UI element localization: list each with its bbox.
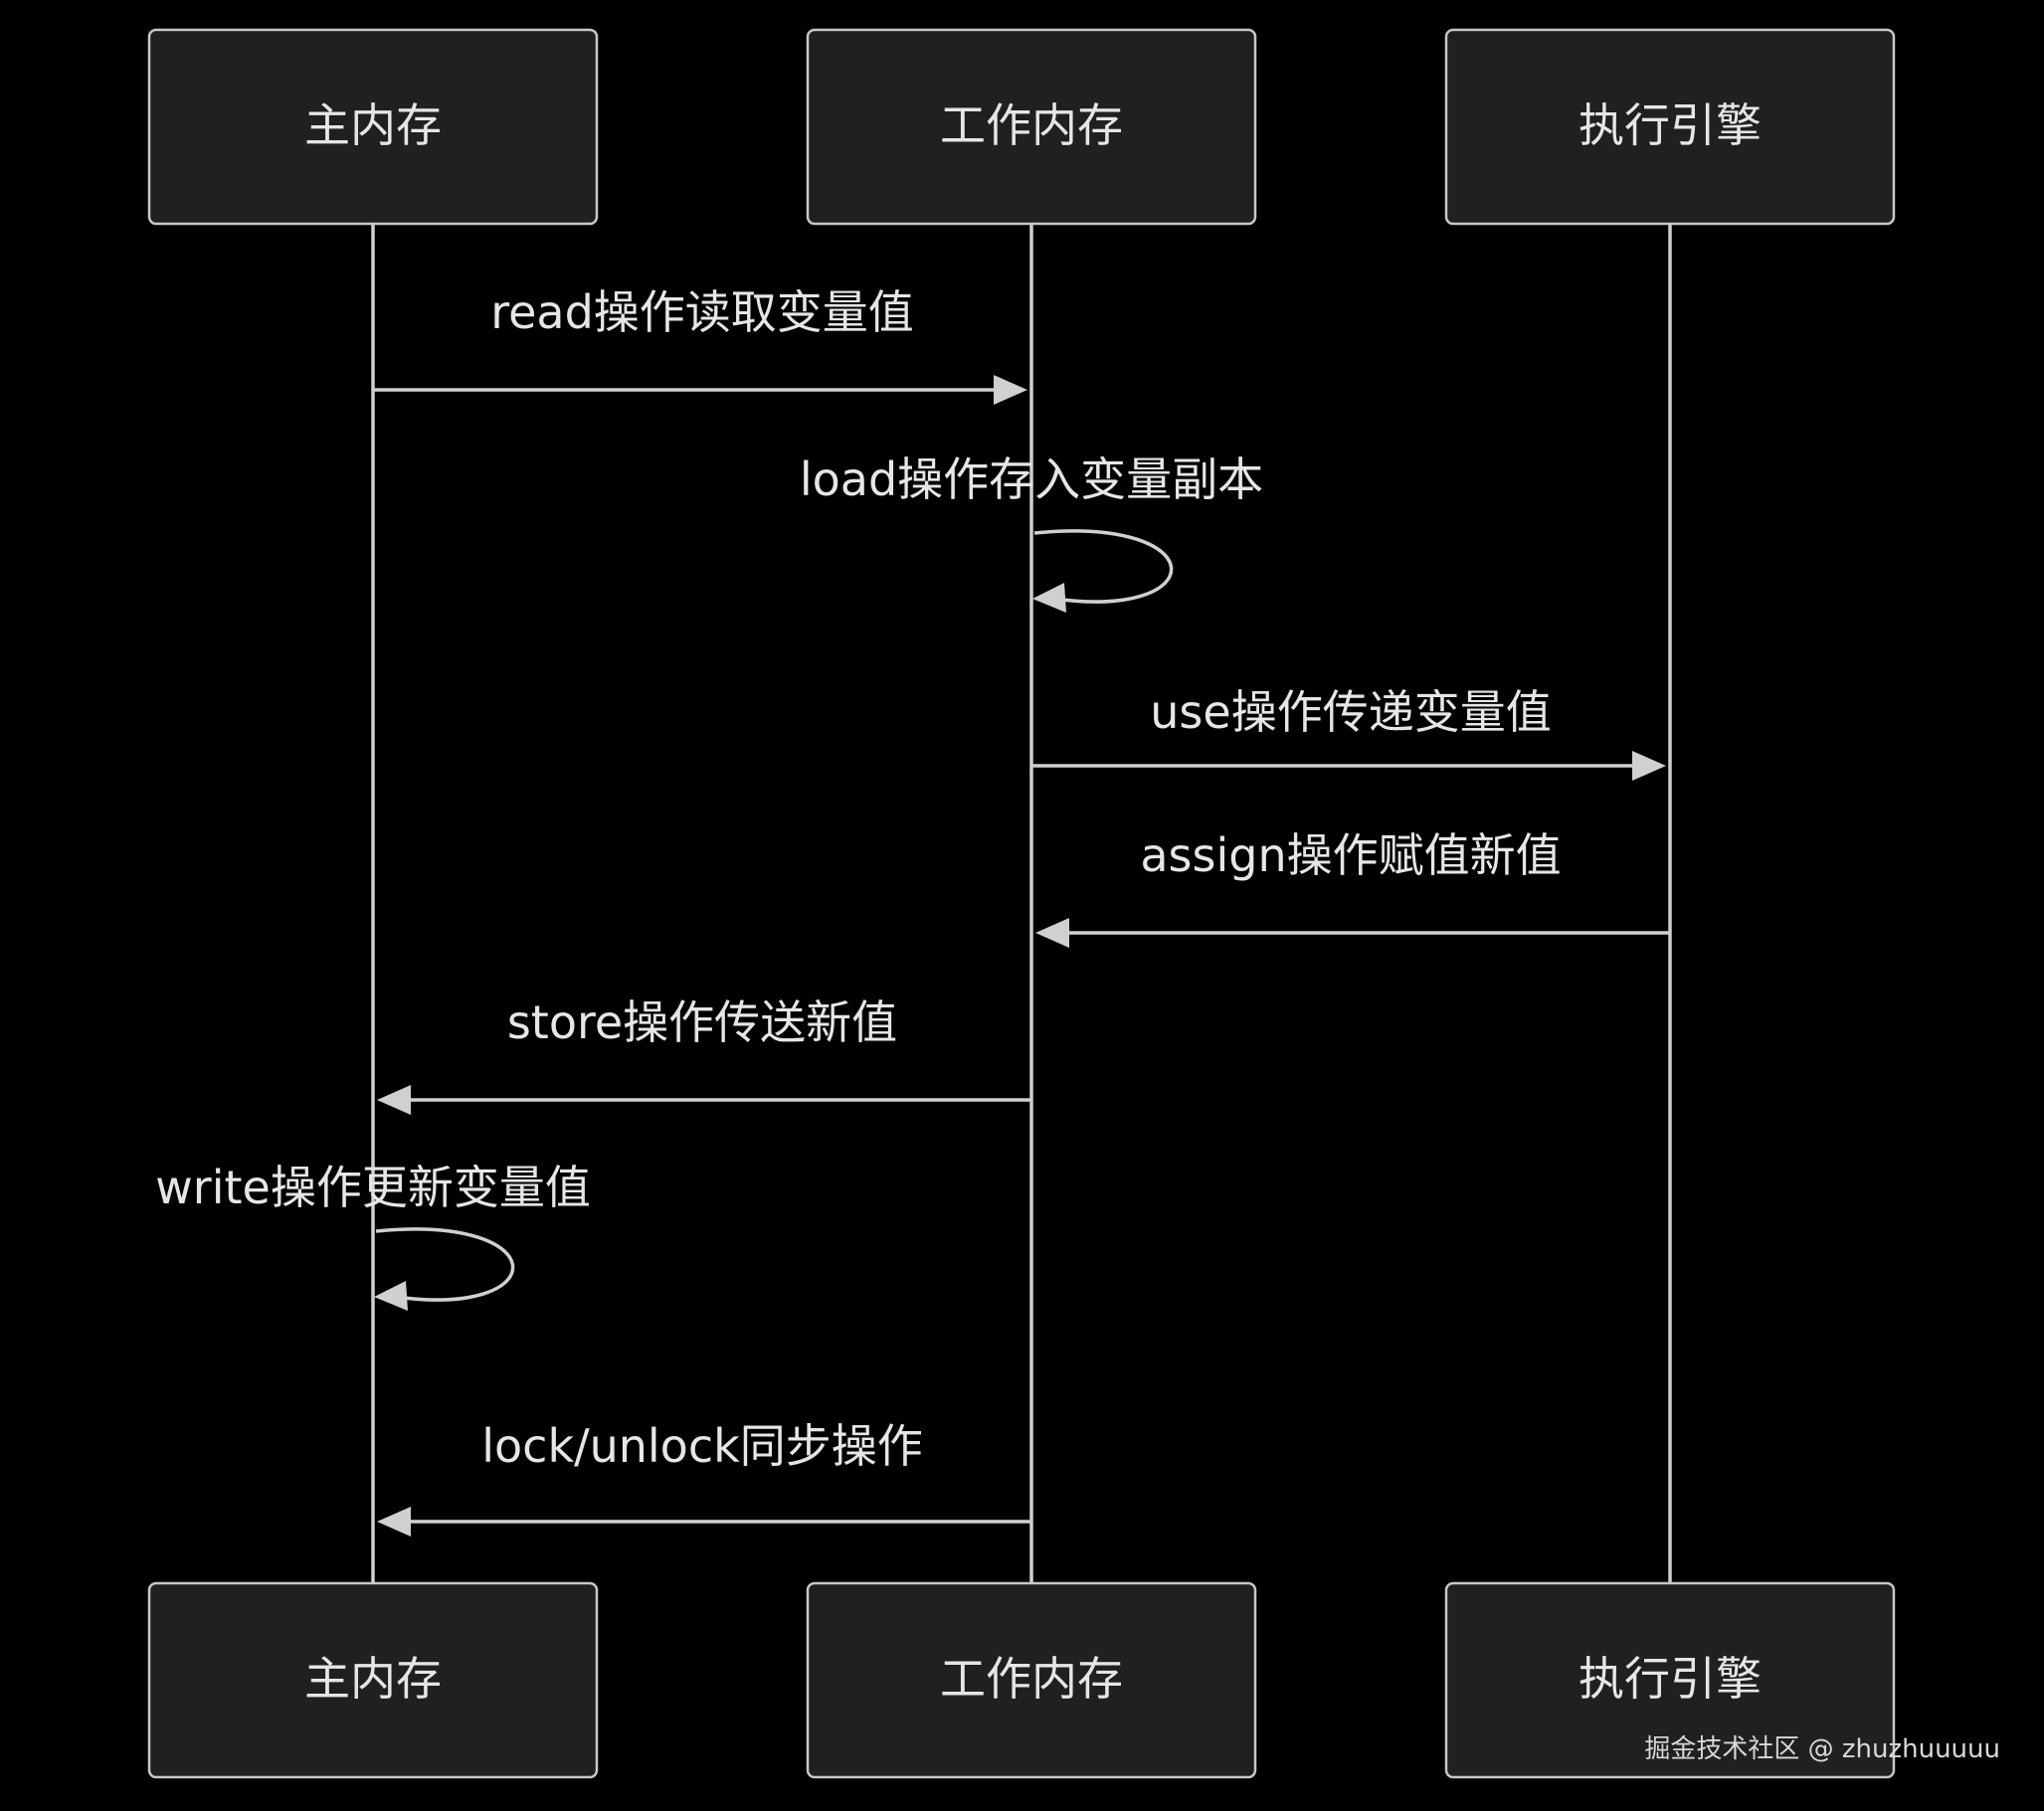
message-label: load操作存入变量副本 bbox=[800, 453, 1263, 506]
actor-exec-bottom: 执行引擎 bbox=[1444, 1581, 1896, 1779]
actor-main-top: 主内存 bbox=[147, 28, 599, 226]
actor-main-bottom: 主内存 bbox=[147, 1581, 599, 1779]
actor-label: 主内存 bbox=[304, 98, 442, 152]
message-2: load操作存入变量副本 bbox=[800, 453, 1263, 613]
message-label: assign操作赋值新值 bbox=[1140, 828, 1561, 882]
message-loop bbox=[375, 1227, 515, 1302]
message-6: write操作更新变量值 bbox=[155, 1161, 591, 1311]
arrowhead bbox=[1032, 583, 1066, 613]
actor-label: 工作内存 bbox=[940, 98, 1123, 152]
message-label: write操作更新变量值 bbox=[155, 1161, 591, 1214]
actor-box bbox=[147, 1581, 599, 1779]
actor-label: 工作内存 bbox=[940, 1652, 1123, 1706]
actor-label: 执行引擎 bbox=[1579, 1652, 1762, 1706]
message-label: lock/unlock同步操作 bbox=[481, 1419, 923, 1473]
message-label: store操作传送新值 bbox=[507, 996, 897, 1049]
message-loop bbox=[1033, 529, 1174, 604]
arrowhead bbox=[1035, 918, 1069, 948]
message-label: read操作读取变量值 bbox=[490, 285, 914, 339]
arrowhead bbox=[377, 1085, 411, 1115]
actor-label: 执行引擎 bbox=[1579, 98, 1762, 152]
actor-box bbox=[806, 28, 1257, 226]
message-1: read操作读取变量值 bbox=[373, 285, 1027, 405]
actor-box bbox=[147, 28, 599, 226]
message-4: assign操作赋值新值 bbox=[1035, 828, 1670, 948]
arrowhead bbox=[994, 375, 1027, 405]
arrowhead bbox=[374, 1281, 408, 1311]
arrowhead bbox=[1632, 751, 1666, 781]
message-3: use操作传递变量值 bbox=[1031, 685, 1666, 781]
actor-exec-top: 执行引擎 bbox=[1444, 28, 1896, 226]
actor-box bbox=[806, 1581, 1257, 1779]
message-5: store操作传送新值 bbox=[377, 996, 1031, 1115]
actor-box bbox=[1444, 1581, 1896, 1779]
actor-label: 主内存 bbox=[304, 1652, 442, 1706]
actor-box bbox=[1444, 28, 1896, 226]
message-label: use操作传递变量值 bbox=[1150, 685, 1551, 739]
watermark: 掘金技术社区 @ zhuzhuuuuu bbox=[1644, 1734, 2000, 1764]
actor-work-top: 工作内存 bbox=[806, 28, 1257, 226]
arrowhead bbox=[377, 1507, 411, 1537]
actor-work-bottom: 工作内存 bbox=[806, 1581, 1257, 1779]
message-7: lock/unlock同步操作 bbox=[377, 1419, 1031, 1537]
